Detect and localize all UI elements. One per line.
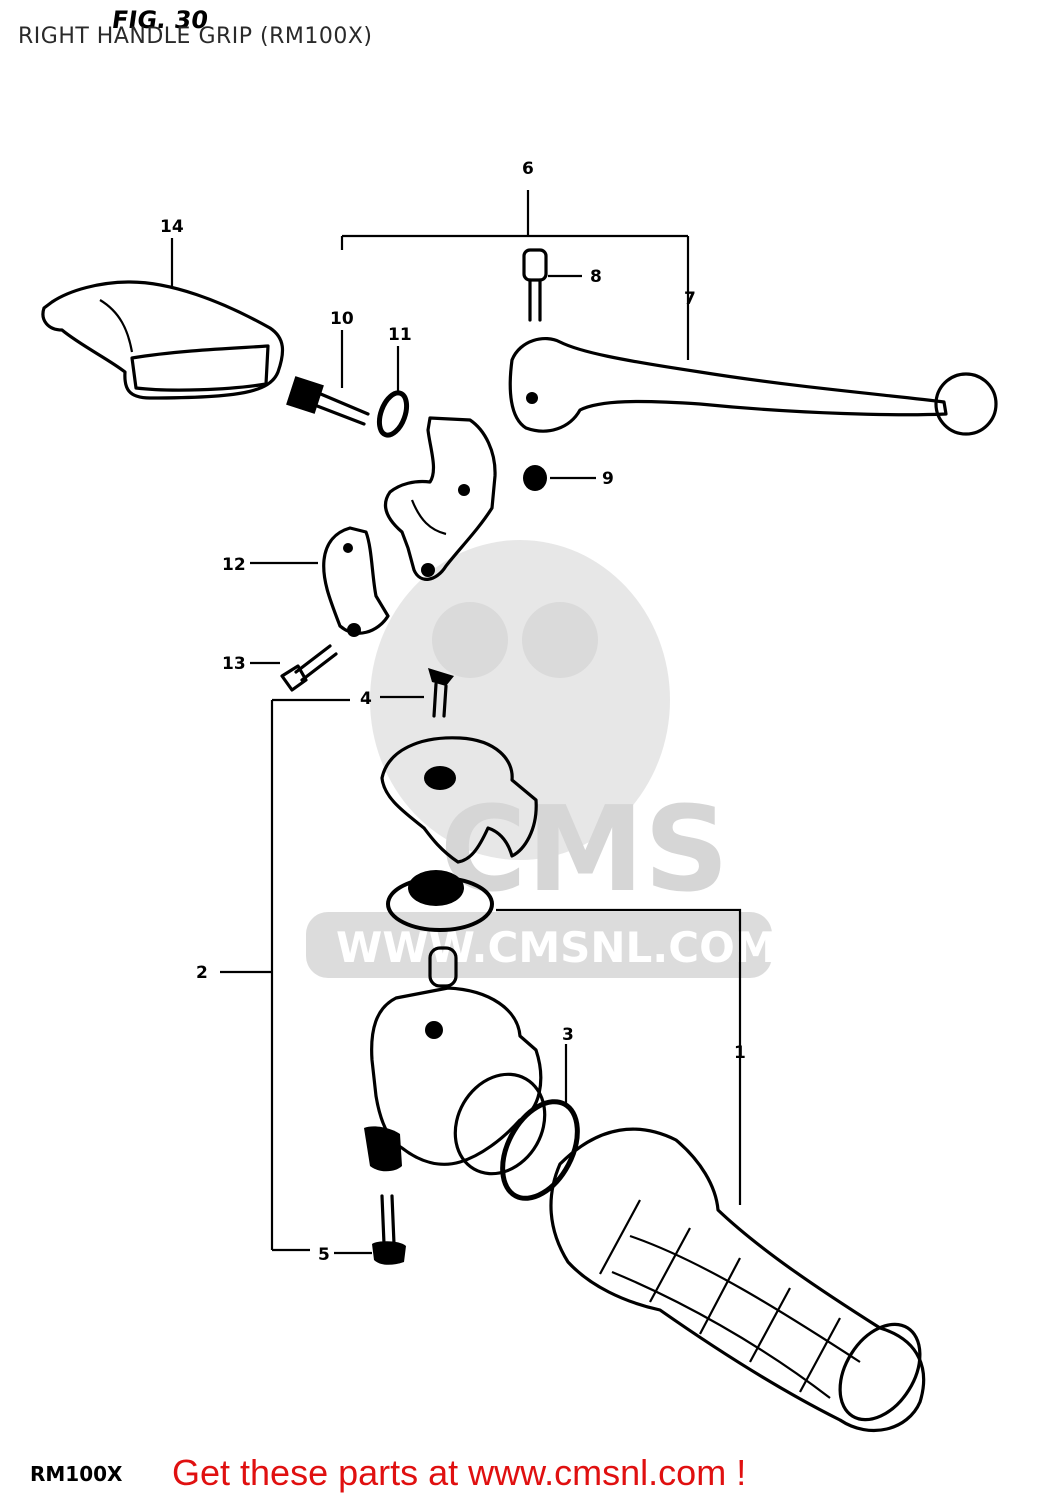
- callout-1: 1: [734, 1043, 746, 1063]
- callout-6: 6: [522, 159, 534, 179]
- callout-12: 12: [222, 555, 246, 575]
- callout-8: 8: [590, 267, 602, 287]
- callout-2: 2: [196, 963, 208, 983]
- pivot-bolt: [286, 376, 370, 426]
- handlebar-clamp: [322, 526, 390, 637]
- lever-pin: [522, 248, 548, 322]
- throttle-body: [364, 986, 547, 1176]
- callout-9: 9: [602, 469, 614, 489]
- cms-watermark: CMS WWW.CMSNL.COM: [306, 540, 777, 978]
- lever-cover: [41, 280, 285, 400]
- grouping-brackets: [220, 190, 742, 1252]
- watermark-url: WWW.CMSNL.COM: [336, 923, 777, 972]
- callout-7: 7: [684, 289, 696, 309]
- diagram-title: RIGHT HANDLE GRIP (RM100X): [18, 24, 373, 49]
- callout-10: 10: [330, 309, 354, 329]
- throttle-housing-cap: [380, 736, 538, 864]
- leader-lines: [170, 238, 596, 1255]
- model-label: RM100X: [30, 1462, 123, 1486]
- body-screw: [372, 1194, 406, 1265]
- lever-bracket: [384, 416, 497, 581]
- housing-screw: [428, 668, 454, 718]
- watermark-brand: CMS: [440, 780, 729, 918]
- nut: [523, 465, 547, 491]
- handle-grip: [549, 1127, 926, 1433]
- callout-3: 3: [562, 1025, 574, 1045]
- callout-11: 11: [388, 325, 412, 345]
- callout-14: 14: [160, 217, 184, 237]
- clamp-screw: [280, 644, 338, 692]
- callout-5: 5: [318, 1245, 330, 1265]
- callouts: 14 6 10 11 8 7 9 12 13 4 2 3 1 5: [160, 159, 746, 1265]
- o-ring: [500, 1099, 580, 1201]
- throttle-pulley: [386, 870, 494, 988]
- cms-parts-link[interactable]: Get these parts at www.cmsnl.com !: [172, 1452, 747, 1493]
- brake-lever: [508, 337, 998, 436]
- washer: [376, 390, 410, 438]
- callout-4: 4: [360, 689, 372, 709]
- callout-13: 13: [222, 654, 246, 674]
